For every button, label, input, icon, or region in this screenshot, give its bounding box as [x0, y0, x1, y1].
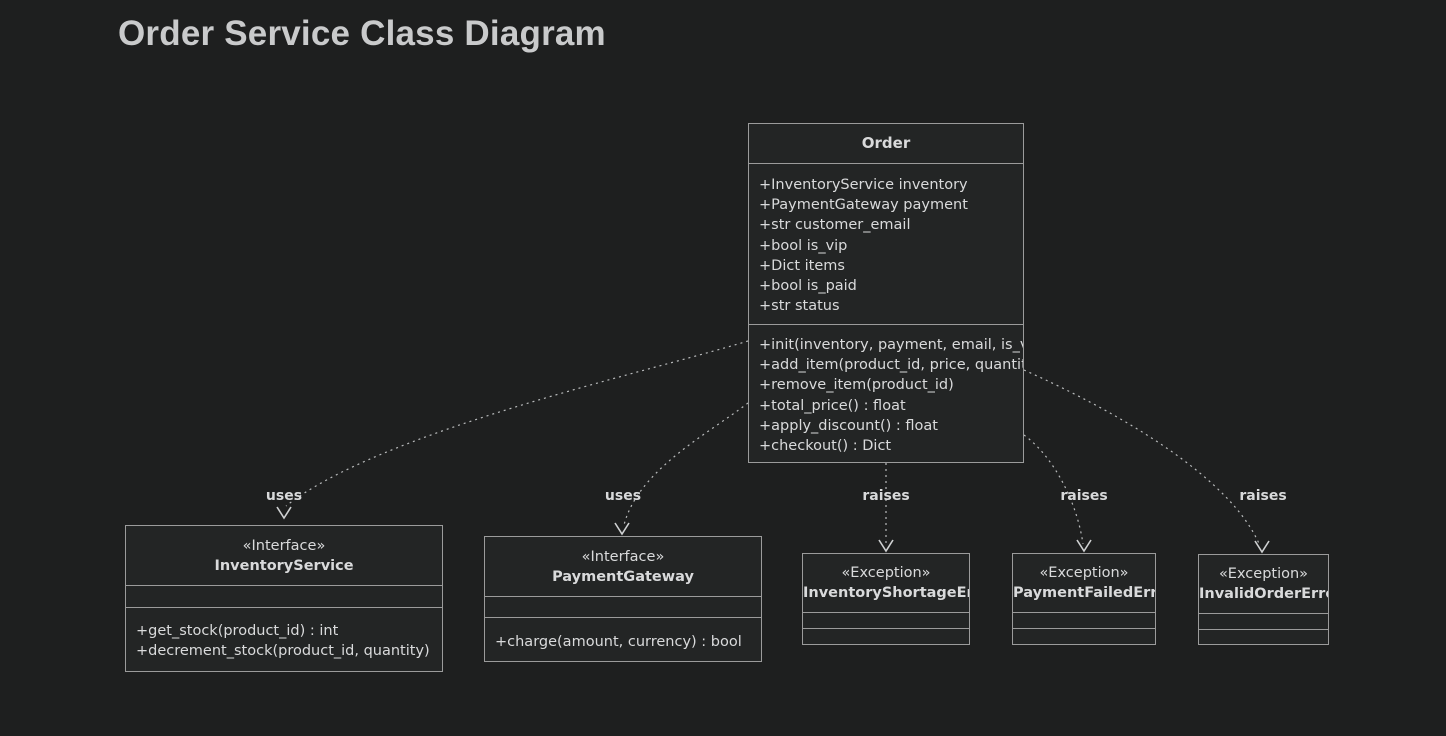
- invalidordererror-attributes-section: [1199, 614, 1328, 630]
- stereotype-label: «Exception»: [1218, 566, 1309, 582]
- edge-order-uses-paymentgateway: [623, 402, 749, 526]
- stereotype-label: «Interface»: [581, 549, 665, 565]
- arrowhead-inventoryservice-icon: [276, 506, 292, 520]
- page-title: Order Service Class Diagram: [118, 14, 606, 53]
- attribute-line: +Dict items: [759, 257, 845, 274]
- inventoryshortageerror-attributes-section: [803, 613, 969, 629]
- method-line: +charge(amount, currency) : bool: [495, 634, 742, 650]
- edge-order-raises-paymentfailederror: [1023, 434, 1084, 545]
- paymentgateway-header: «Interface» PaymentGateway: [485, 537, 761, 597]
- edge-label-uses-inventoryservice: uses: [265, 488, 303, 504]
- inventoryshortageerror-methods-section: [803, 629, 969, 644]
- class-box-paymentgateway: «Interface» PaymentGateway +charge(amoun…: [484, 536, 762, 662]
- arrowhead-paymentfailederror-icon: [1076, 539, 1092, 553]
- edge-order-uses-inventoryservice: [285, 340, 749, 507]
- class-name-paymentfailederror: PaymentFailedError: [1013, 585, 1155, 601]
- method-line: +checkout() : Dict: [759, 438, 892, 455]
- class-name-invalidordererror: InvalidOrderError: [1199, 586, 1329, 602]
- method-line: +apply_discount() : float: [759, 417, 938, 434]
- class-box-paymentfailederror: «Exception» PaymentFailedError: [1012, 553, 1156, 645]
- class-name-order: Order: [749, 124, 1023, 164]
- method-line: +get_stock(product_id) : int: [136, 623, 339, 639]
- inventoryservice-attributes-section: [126, 586, 442, 608]
- edge-label-uses-paymentgateway: uses: [604, 488, 642, 504]
- paymentgateway-attributes-section: [485, 597, 761, 618]
- paymentgateway-methods-section: +charge(amount, currency) : bool: [485, 618, 761, 661]
- inventoryshortageerror-header: «Exception» InventoryShortageError: [803, 554, 969, 613]
- class-name-paymentgateway: PaymentGateway: [552, 569, 694, 585]
- attribute-line: +bool is_vip: [759, 237, 848, 254]
- stereotype-label: «Exception»: [1039, 565, 1129, 581]
- attribute-line: +bool is_paid: [759, 278, 857, 295]
- class-box-order: Order +InventoryService inventory +Payme…: [748, 123, 1024, 463]
- method-line: +total_price() : float: [759, 397, 906, 414]
- class-name-inventoryservice: InventoryService: [214, 558, 354, 574]
- arrowhead-invalidordererror-icon: [1254, 540, 1270, 554]
- method-line: +decrement_stock(product_id, quantity): [136, 643, 430, 660]
- arrowhead-inventoryshortageerror-icon: [878, 539, 894, 553]
- stereotype-label: «Interface»: [242, 538, 326, 554]
- inventoryservice-methods-section: +get_stock(product_id) : int +decrement_…: [126, 608, 442, 671]
- class-box-invalidordererror: «Exception» InvalidOrderError: [1198, 554, 1329, 645]
- attribute-line: +InventoryService inventory: [759, 177, 968, 193]
- class-box-inventoryshortageerror: «Exception» InventoryShortageError: [802, 553, 970, 645]
- edge-order-raises-invalidordererror: [1023, 369, 1261, 547]
- order-methods-section: +init(inventory, payment, email, is_vip)…: [749, 324, 1023, 462]
- stereotype-label: «Exception»: [841, 565, 931, 581]
- method-line: +add_item(product_id, price, quantity): [759, 357, 1024, 374]
- edge-label-raises-inventoryshortageerror: raises: [862, 488, 910, 504]
- edge-label-raises-paymentfailederror: raises: [1060, 488, 1108, 504]
- method-line: +remove_item(product_id): [759, 377, 954, 394]
- attribute-line: +str status: [759, 298, 840, 315]
- class-box-inventoryservice: «Interface» InventoryService +get_stock(…: [125, 525, 443, 672]
- invalidordererror-methods-section: [1199, 630, 1328, 644]
- invalidordererror-header: «Exception» InvalidOrderError: [1199, 555, 1328, 614]
- method-line: +init(inventory, payment, email, is_vip): [759, 337, 1024, 353]
- arrowhead-paymentgateway-icon: [614, 522, 630, 536]
- attribute-line: +str customer_email: [759, 217, 911, 234]
- class-name-inventoryshortageerror: InventoryShortageError: [803, 585, 969, 601]
- inventoryservice-header: «Interface» InventoryService: [126, 526, 442, 586]
- edge-label-raises-invalidordererror: raises: [1239, 488, 1287, 504]
- paymentfailederror-header: «Exception» PaymentFailedError: [1013, 554, 1155, 613]
- attribute-line: +PaymentGateway payment: [759, 197, 968, 214]
- paymentfailederror-attributes-section: [1013, 613, 1155, 629]
- paymentfailederror-methods-section: [1013, 629, 1155, 644]
- order-attributes-section: +InventoryService inventory +PaymentGate…: [749, 164, 1023, 324]
